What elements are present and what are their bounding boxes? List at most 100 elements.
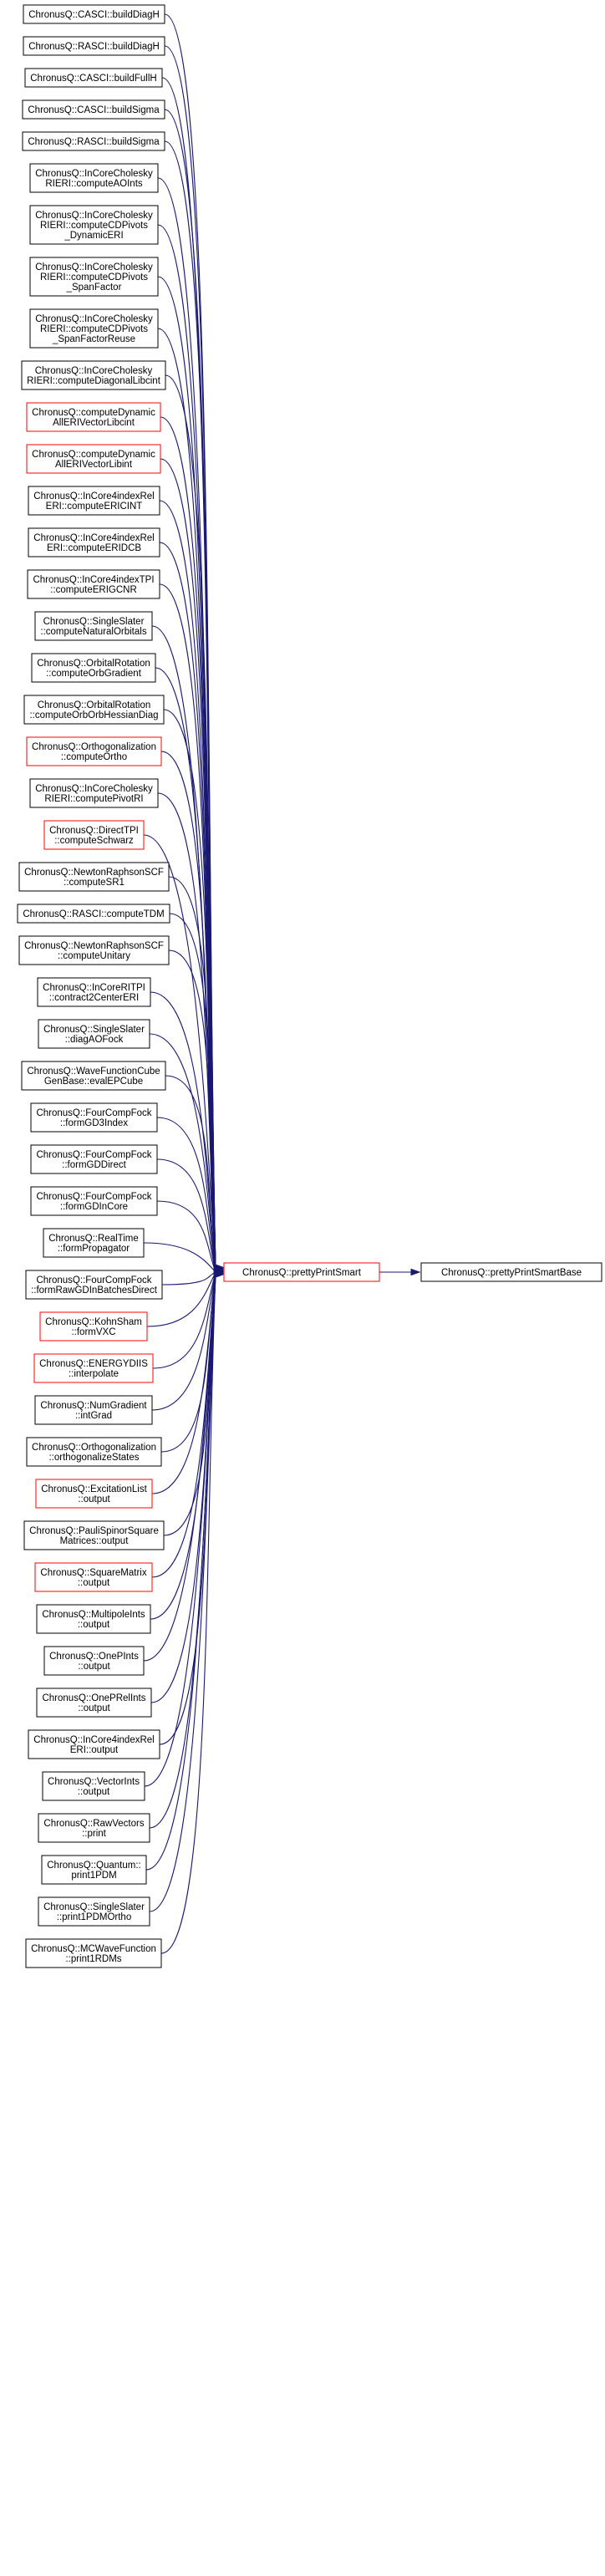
caller-node-chronusq-incoreritpi-contract2centereri-label-line-1: ChronusQ::InCoreRITPI: [43, 983, 145, 993]
caller-node-chronusq-incorecholeskyrieri-computeaoints-label-line-1: ChronusQ::InCoreCholesky: [35, 169, 153, 179]
caller-node-chronusq-incore4indexreleri-computeeridcb-label-line-1: ChronusQ::InCore4indexRel: [33, 533, 154, 543]
caller-node-chronusq-incorecholeskyrieri-computecdpivots-spanfactor[interactable]: ChronusQ::InCoreCholeskyRIERI::computeCD…: [29, 257, 159, 297]
caller-node-chronusq-orthogonalization-orthogonalizestates[interactable]: ChronusQ::Orthogonalization::orthogonali…: [26, 1437, 162, 1467]
caller-node-chronusq-fourcompfock-formgdincore[interactable]: ChronusQ::FourCompFock::formGDInCore: [30, 1186, 158, 1216]
call-edge-chronusq-realtime-formpropagator: [143, 1242, 216, 1273]
hub-node-pretty-print-smart-label-line-1: ChronusQ::prettyPrintSmart: [242, 1268, 362, 1278]
caller-node-chronusq-wavefunctioncubegenbase-evalepcube[interactable]: ChronusQ::WaveFunctionCubeGenBase::evalE…: [21, 1061, 166, 1091]
caller-node-chronusq-incore4indexreleri-computeericint-label-line-1: ChronusQ::InCore4indexRel: [33, 491, 154, 501]
caller-node-chronusq-orthogonalization-orthogonalizestates-box: [26, 1437, 162, 1467]
caller-node-chronusq-fourcompfock-formgdincore-label-line-1: ChronusQ::FourCompFock: [36, 1192, 151, 1202]
caller-node-chronusq-orbitalrotation-computeorbgradient[interactable]: ChronusQ::OrbitalRotation::computeOrbGra…: [31, 653, 156, 683]
caller-node-chronusq-realtime-formpropagator-label-line-2: ::formPropagator: [58, 1244, 130, 1254]
caller-node-chronusq-incorecholeskyrieri-computediagonallibcint[interactable]: ChronusQ::InCoreCholeskyRIERI::computeDi…: [21, 360, 166, 390]
caller-node-chronusq-incore4indexreleri-computeericint-label-line-2: ERI::computeERICINT: [46, 501, 143, 512]
caller-node-chronusq-newtonraphsonscf-computesr1[interactable]: ChronusQ::NewtonRaphsonSCF::computeSR1: [18, 862, 170, 892]
caller-node-chronusq-realtime-formpropagator[interactable]: ChronusQ::RealTime::formPropagator: [43, 1228, 145, 1258]
caller-node-chronusq-incorecholeskyrieri-computecdpivots-spanfactorreuse-label-line-3: _SpanFactorReuse: [52, 334, 135, 344]
caller-node-chronusq-squarematrix-output-box: [34, 1562, 153, 1592]
caller-node-chronusq-fourcompfock-formgd3index-label-line-2: ::formGD3Index: [60, 1118, 128, 1128]
caller-node-chronusq-incorecholeskyrieri-computepivotri[interactable]: ChronusQ::InCoreCholeskyRIERI::computePi…: [29, 778, 159, 808]
caller-node-chronusq-onepints-output[interactable]: ChronusQ::OnePInts::output: [43, 1646, 145, 1676]
caller-node-chronusq-incorecholeskyrieri-computecdpivots-dynamiceri-label-line-3: _DynamicERI: [64, 231, 123, 241]
caller-node-chronusq-oneprelints-output-label-line-1: ChronusQ::OnePRelInts: [42, 1693, 145, 1703]
caller-node-chronusq-paulispinorsquarematrices-output[interactable]: ChronusQ::PauliSpinorSquareMatrices::out…: [23, 1520, 165, 1550]
caller-node-chronusq-newtonraphsonscf-computesr1-box: [18, 862, 170, 892]
caller-node-chronusq-vectorints-output-box: [42, 1771, 145, 1801]
caller-node-chronusq-casci-builddiagh[interactable]: ChronusQ::CASCI::buildDiagH: [23, 4, 165, 24]
caller-node-chronusq-mcwavefunction-print1rdms-label-line-2: ::print1RDMs: [65, 1954, 121, 1964]
caller-node-chronusq-onepints-output-box: [43, 1646, 145, 1676]
caller-node-chronusq-newtonraphsonscf-computeunitary[interactable]: ChronusQ::NewtonRaphsonSCF::computeUnita…: [18, 935, 170, 965]
caller-node-chronusq-incorecholeskyrieri-computecdpivots-spanfactor-label-line-1: ChronusQ::InCoreCholesky: [35, 262, 153, 272]
call-edge-chronusq-incore4indexreleri-output: [159, 1274, 216, 1745]
caller-node-chronusq-vectorints-output-label-line-2: ::output: [78, 1787, 110, 1797]
caller-node-chronusq-mcwavefunction-print1rdms[interactable]: ChronusQ::MCWaveFunction::print1RDMs: [25, 1938, 162, 1968]
caller-node-chronusq-incorecholeskyrieri-computecdpivots-spanfactorreuse[interactable]: ChronusQ::InCoreCholeskyRIERI::computeCD…: [29, 308, 159, 349]
caller-node-chronusq-orthogonalization-computeortho[interactable]: ChronusQ::Orthogonalization::computeOrth…: [26, 736, 162, 766]
caller-node-chronusq-fourcompfock-formrawgdinbatchesdirect-label-line-2: ::formRawGDInBatchesDirect: [31, 1285, 158, 1296]
caller-node-chronusq-squarematrix-output[interactable]: ChronusQ::SquareMatrix::output: [34, 1562, 153, 1592]
caller-node-chronusq-fourcompfock-formgddirect[interactable]: ChronusQ::FourCompFock::formGDDirect: [30, 1144, 158, 1174]
caller-node-chronusq-kohnsham-formvxc-box: [39, 1311, 148, 1341]
caller-node-chronusq-rasci-buildsigma-label-line-1: ChronusQ::RASCI::buildSigma: [28, 137, 160, 147]
caller-node-chronusq-numgradient-intgrad[interactable]: ChronusQ::NumGradient::intGrad: [34, 1395, 153, 1425]
call-edge-chronusq-newtonraphsonscf-computeunitary: [168, 949, 216, 1271]
caller-node-chronusq-mcwavefunction-print1rdms-label-line-1: ChronusQ::MCWaveFunction: [31, 1944, 156, 1954]
caller-node-chronusq-multipoleints-output[interactable]: ChronusQ::MultipoleInts::output: [36, 1604, 151, 1634]
caller-node-chronusq-vectorints-output[interactable]: ChronusQ::VectorInts::output: [42, 1771, 145, 1801]
caller-node-chronusq-paulispinorsquarematrices-output-label-line-2: Matrices::output: [60, 1536, 130, 1546]
caller-node-chronusq-fourcompfock-formgdincore-label-line-2: ::formGDInCore: [60, 1202, 128, 1212]
caller-node-chronusq-casci-buildfullh[interactable]: ChronusQ::CASCI::buildFullH: [24, 68, 163, 88]
caller-node-chronusq-fourcompfock-formgd3index[interactable]: ChronusQ::FourCompFock::formGD3Index: [30, 1102, 158, 1133]
caller-node-chronusq-singleslater-computenaturalorbitals[interactable]: ChronusQ::SingleSlater::computeNaturalOr…: [34, 611, 153, 641]
caller-node-chronusq-rasci-buildsigma[interactable]: ChronusQ::RASCI::buildSigma: [22, 131, 165, 151]
caller-node-chronusq-kohnsham-formvxc-label-line-1: ChronusQ::KohnSham: [45, 1317, 142, 1327]
caller-node-chronusq-energydiis-interpolate[interactable]: ChronusQ::ENERGYDIIS::interpolate: [33, 1353, 154, 1383]
hub-node-pretty-print-smart[interactable]: ChronusQ::prettyPrintSmart: [223, 1262, 380, 1282]
caller-node-chronusq-incore4indexreleri-computeericint-box: [28, 486, 160, 516]
call-edge-chronusq-incorecholeskyrieri-computediagonallibcint: [165, 374, 216, 1269]
caller-node-chronusq-casci-builddiagh-box: [23, 4, 165, 24]
caller-node-chronusq-rasci-computetdm[interactable]: ChronusQ::RASCI::computeTDM: [17, 904, 170, 924]
caller-node-chronusq-incoreritpi-contract2centereri[interactable]: ChronusQ::InCoreRITPI::contract2CenterER…: [37, 977, 151, 1007]
caller-node-chronusq-incorecholeskyrieri-computepivotri-label-line-2: RIERI::computePivotRI: [44, 794, 143, 804]
caller-node-chronusq-wavefunctioncubegenbase-evalepcube-label-line-2: GenBase::evalEPCube: [44, 1077, 143, 1087]
caller-node-chronusq-quantum-print1pdm[interactable]: ChronusQ::Quantum::print1PDM: [41, 1855, 147, 1885]
caller-node-chronusq-rasci-computetdm-box: [17, 904, 170, 924]
caller-node-chronusq-incorecholeskyrieri-computecdpivots-dynamiceri-box: [29, 205, 159, 245]
caller-node-chronusq-incorecholeskyrieri-computediagonallibcint-label-line-2: RIERI::computeDiagonalLibcint: [27, 376, 161, 386]
caller-node-chronusq-excitationlist-output[interactable]: ChronusQ::ExcitationList::output: [35, 1479, 153, 1509]
caller-node-chronusq-rawvectors-print-label-line-1: ChronusQ::RawVectors: [43, 1819, 144, 1829]
target-node-pretty-print-smart-base[interactable]: ChronusQ::prettyPrintSmartBase: [420, 1262, 602, 1282]
caller-node-chronusq-paulispinorsquarematrices-output-label-line-1: ChronusQ::PauliSpinorSquare: [29, 1526, 159, 1536]
caller-node-chronusq-incorecholeskyrieri-computediagonallibcint-box: [21, 360, 166, 390]
caller-node-chronusq-casci-buildsigma[interactable]: ChronusQ::CASCI::buildSigma: [22, 99, 165, 120]
caller-node-chronusq-incore4indexreleri-computeeridcb[interactable]: ChronusQ::InCore4indexRelERI::computeERI…: [28, 527, 160, 557]
caller-node-chronusq-singleslater-print1pdmortho[interactable]: ChronusQ::SingleSlater::print1PDMOrtho: [38, 1896, 150, 1927]
target-node-pretty-print-smart-base-box: [420, 1262, 602, 1282]
call-edge-chronusq-fourcompfock-formgd3index: [156, 1117, 216, 1272]
caller-node-chronusq-orthogonalization-orthogonalizestates-label-line-1: ChronusQ::Orthogonalization: [32, 1443, 156, 1453]
caller-node-chronusq-rawvectors-print[interactable]: ChronusQ::RawVectors::print: [38, 1813, 150, 1843]
caller-node-chronusq-fourcompfock-formrawgdinbatchesdirect[interactable]: ChronusQ::FourCompFock::formRawGDInBatch…: [25, 1270, 163, 1300]
caller-node-chronusq-incore4indextpi-computeerigcnr[interactable]: ChronusQ::InCore4indexTPI::computeERIGCN…: [27, 569, 160, 599]
caller-node-chronusq-computedynamicallerivectorlibcint[interactable]: ChronusQ::computeDynamicAllERIVectorLibc…: [26, 402, 161, 432]
caller-node-chronusq-directtpi-computeschwarz-label-line-2: ::computeSchwarz: [54, 836, 134, 846]
caller-node-chronusq-rasci-builddiagh[interactable]: ChronusQ::RASCI::buildDiagH: [23, 36, 165, 56]
caller-node-chronusq-singleslater-diagaofock[interactable]: ChronusQ::SingleSlater::diagAOFock: [38, 1019, 150, 1049]
caller-node-chronusq-oneprelints-output[interactable]: ChronusQ::OnePRelInts::output: [36, 1688, 152, 1718]
caller-node-chronusq-directtpi-computeschwarz[interactable]: ChronusQ::DirectTPI::computeSchwarz: [43, 820, 145, 850]
caller-node-chronusq-rasci-buildsigma-box: [22, 131, 165, 151]
caller-node-chronusq-incorecholeskyrieri-computeaoints[interactable]: ChronusQ::InCoreCholeskyRIERI::computeAO…: [29, 163, 159, 193]
caller-node-chronusq-computedynamicallerivectorlibint[interactable]: ChronusQ::computeDynamicAllERIVectorLibi…: [26, 444, 161, 474]
caller-node-chronusq-singleslater-diagaofock-label-line-2: ::diagAOFock: [65, 1035, 124, 1045]
caller-node-chronusq-kohnsham-formvxc[interactable]: ChronusQ::KohnSham::formVXC: [39, 1311, 148, 1341]
caller-node-chronusq-orbitalrotation-computeorborbhessiandiag[interactable]: ChronusQ::OrbitalRotation::computeOrbOrb…: [23, 695, 165, 725]
caller-node-chronusq-incore4indexreleri-computeericint[interactable]: ChronusQ::InCore4indexRelERI::computeERI…: [28, 486, 160, 516]
caller-node-chronusq-singleslater-computenaturalorbitals-box: [34, 611, 153, 641]
caller-node-chronusq-incorecholeskyrieri-computecdpivots-dynamiceri[interactable]: ChronusQ::InCoreCholeskyRIERI::computeCD…: [29, 205, 159, 245]
caller-node-chronusq-wavefunctioncubegenbase-evalepcube-box: [21, 1061, 166, 1091]
